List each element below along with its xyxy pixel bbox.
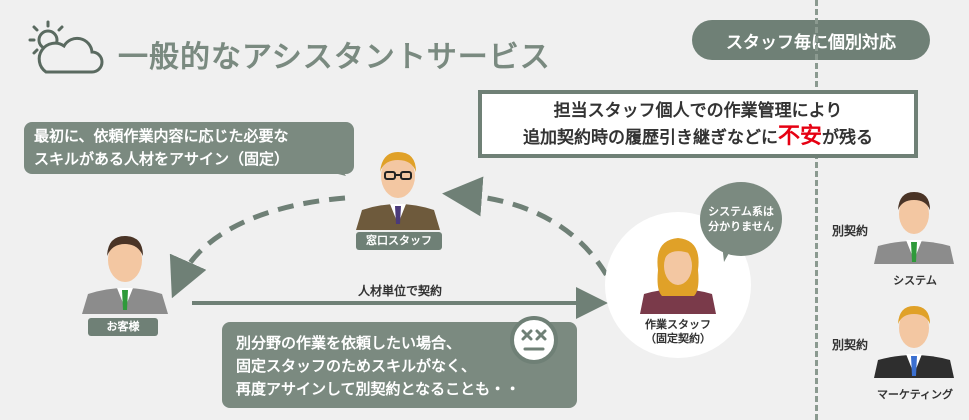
recontract-line-2: 固定スタッフのためスキルがなく、	[236, 357, 477, 375]
assign-bubble: 最初に、依頼作業内容に応じた必要な スキルがある人材をアサイン（固定）	[24, 122, 354, 174]
unhappy-face-icon	[510, 316, 558, 364]
warning-box: 担当スタッフ個人での作業管理により 追加契約時の履歴引き継ぎなどに不安が残る	[478, 90, 918, 158]
work-staff-label-1: 作業スタッフ	[645, 318, 711, 331]
recontract-line-1: 別分野の作業を依頼したい場合、	[236, 334, 462, 352]
section-divider	[815, 0, 818, 420]
thought-line-2: 分かりません	[708, 220, 774, 233]
assign-bubble-line-2: スキルがある人材をアサイン（固定）	[34, 150, 290, 168]
system-person-avatar	[874, 192, 954, 264]
contract-arrow-label: 人材単位で契約	[357, 284, 442, 298]
contract-label-1: 別契約	[832, 224, 869, 238]
weather-icon	[28, 20, 104, 74]
individual-support-badge: スタッフ毎に個別対応	[692, 20, 930, 60]
contract-label-2: 別契約	[832, 338, 869, 352]
work-staff-label: 作業スタッフ （固定契約）	[628, 318, 728, 346]
thought-line-1: システム系は	[708, 205, 774, 218]
window-staff-label: 窓口スタッフ	[356, 232, 442, 250]
page-title: 一般的なアシスタントサービス	[118, 40, 551, 75]
warning-line-2: 追加契約時の履歴引き継ぎなどに不安が残る	[522, 124, 873, 149]
customer-avatar	[82, 236, 168, 314]
thought-bubble-tail	[722, 244, 734, 262]
window-staff-avatar	[356, 152, 440, 230]
assign-bubble-tail	[330, 158, 346, 176]
recontract-bubble: 別分野の作業を依頼したい場合、 固定スタッフのためスキルがなく、 再度アサインし…	[222, 322, 577, 408]
warning-line-1: 担当スタッフ個人での作業管理により	[553, 101, 843, 121]
assign-bubble-line-1: 最初に、依頼作業内容に応じた必要な	[34, 127, 289, 145]
work-staff-label-2: （固定契約）	[645, 332, 711, 345]
marketing-person-avatar	[874, 306, 954, 378]
recontract-line-3: 再度アサインして別契約となることも・・	[236, 380, 521, 398]
thought-bubble: システム系は 分かりません	[700, 182, 782, 256]
arrow-staff-to-window	[442, 176, 621, 299]
marketing-person-label: マーケティング	[876, 388, 954, 401]
work-staff-avatar	[640, 238, 716, 314]
warning-highlight: 不安	[777, 124, 822, 149]
customer-label: お客様	[88, 318, 158, 336]
system-person-label: システム	[893, 274, 937, 287]
arrow-window-to-customer	[169, 195, 346, 299]
